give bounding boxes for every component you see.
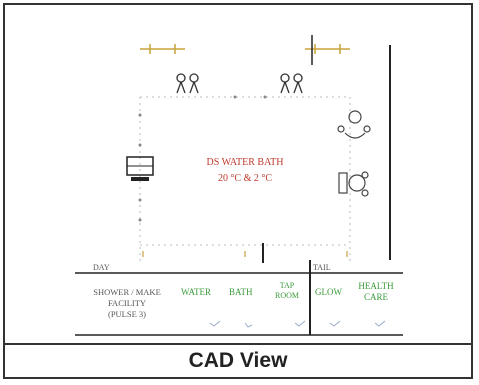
zone-label-water: WATER bbox=[181, 287, 211, 297]
view-caption: CAD View bbox=[188, 349, 288, 372]
zone-label-line: FACILITY bbox=[107, 298, 147, 308]
zone-label-line: CARE bbox=[363, 292, 388, 302]
zone-table bbox=[75, 260, 403, 336]
zone-label-line: SHOWER / MAKE bbox=[93, 287, 161, 297]
center-note-line1: DS WATER BATH bbox=[206, 157, 284, 168]
zone-label-tap-room: TAP ROOM bbox=[267, 281, 307, 301]
zone-label-line: (PULSE 3) bbox=[107, 309, 146, 319]
zone-label-shower: SHOWER / MAKE FACILITY (PULSE 3) bbox=[77, 287, 177, 320]
zone-label-health-care: HEALTH CARE bbox=[351, 281, 401, 303]
center-note: DS WATER BATH 20 °C & 2 °C bbox=[185, 155, 305, 187]
left-equipment-block bbox=[126, 156, 154, 181]
zone-label-line: HEALTH bbox=[358, 281, 394, 291]
cad-view-panel: DS WATER BATH 20 °C & 2 °C DAY TAIL SHOW… bbox=[3, 3, 473, 379]
fixture-symbol-right bbox=[280, 73, 303, 94]
bottom-ticks bbox=[142, 251, 348, 257]
center-note-line2: 20 °C & 2 °C bbox=[217, 173, 273, 184]
zone-label-line: TAP bbox=[279, 281, 295, 290]
zone-label-glow: GLOW bbox=[315, 287, 342, 297]
left-marker-label: DAY bbox=[93, 263, 110, 272]
right-marker-label: TAIL bbox=[313, 263, 331, 272]
check-marks bbox=[209, 320, 386, 328]
zone-label-bath: BATH bbox=[229, 287, 253, 297]
zone-label-line: ROOM bbox=[274, 291, 299, 300]
cad-drawing bbox=[75, 35, 403, 336]
marker-dots bbox=[138, 95, 267, 222]
top-left-dimension-mark bbox=[140, 44, 185, 54]
fixture-symbol-left bbox=[176, 73, 199, 94]
cad-viewport[interactable]: DS WATER BATH 20 °C & 2 °C DAY TAIL SHOW… bbox=[5, 5, 471, 345]
right-fixture-cluster bbox=[337, 110, 371, 197]
